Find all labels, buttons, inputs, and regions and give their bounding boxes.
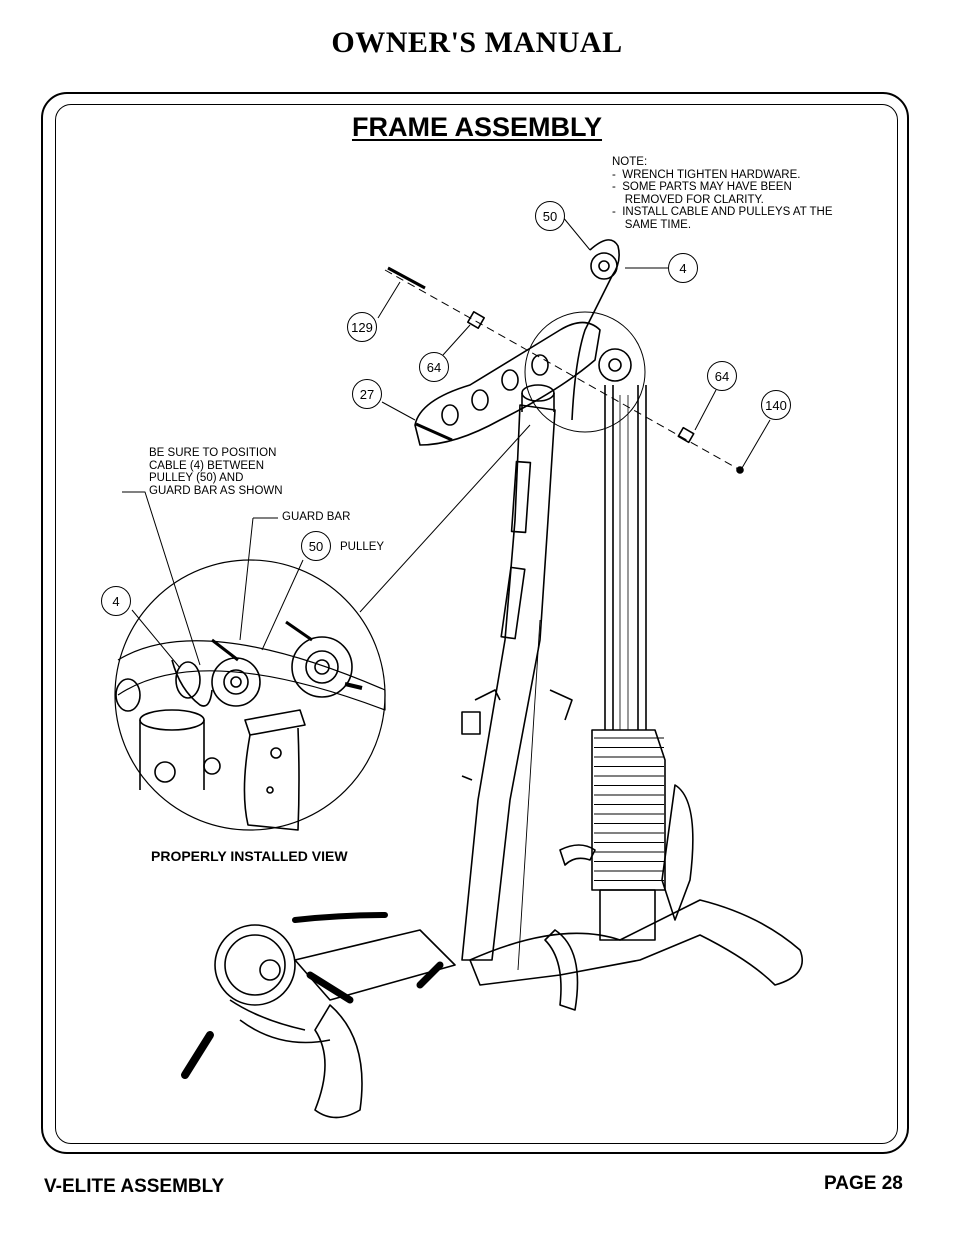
balloon-part-64-right: 64 [707, 361, 737, 391]
guard-bar-label: GUARD BAR [282, 511, 351, 523]
balloon-part-64-left: 64 [419, 352, 449, 382]
balloon-part-140: 140 [761, 390, 791, 420]
balloon-detail-50: 50 [301, 531, 331, 561]
balloon-detail-4: 4 [101, 586, 131, 616]
pulley-label: PULLEY [340, 541, 385, 553]
page-number: PAGE 28 [824, 1173, 903, 1194]
balloon-part-27: 27 [352, 379, 382, 409]
footer-assembly-name: V-ELITE ASSEMBLY [44, 1176, 225, 1197]
balloon-part-4: 4 [668, 253, 698, 283]
balloon-part-50: 50 [535, 201, 565, 231]
inner-frame [55, 104, 898, 1144]
section-title: FRAME ASSEMBLY [351, 112, 603, 142]
manual-title: OWNER'S MANUAL [331, 26, 623, 59]
balloon-part-129: 129 [347, 312, 377, 342]
properly-installed-caption: PROPERLY INSTALLED VIEW [151, 848, 348, 864]
outer-frame [41, 92, 909, 1154]
assembly-note: NOTE: - WRENCH TIGHTEN HARDWARE. - SOME … [612, 156, 833, 231]
cable-position-note: BE SURE TO POSITION CABLE (4) BETWEEN PU… [149, 447, 283, 497]
